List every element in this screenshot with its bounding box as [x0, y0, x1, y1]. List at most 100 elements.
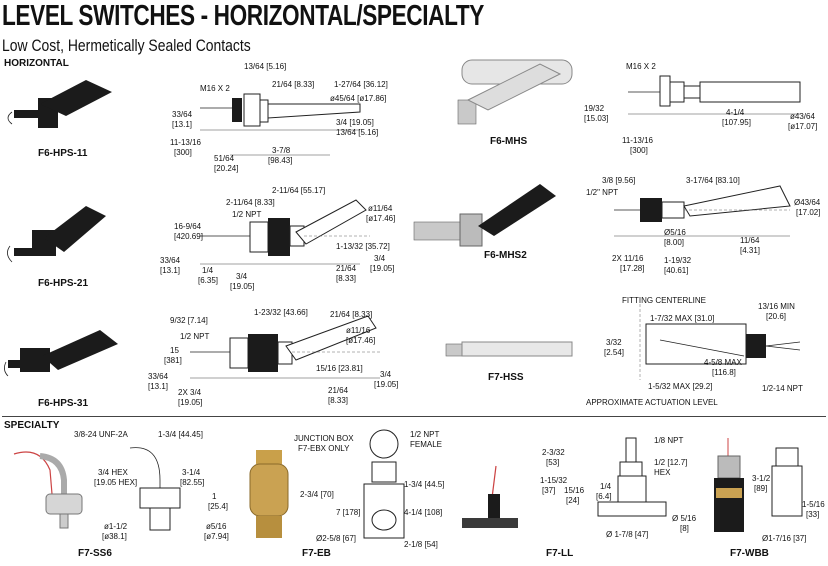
dim-label: Ø 5/16 — [672, 514, 697, 523]
dim-label: [13.1] — [148, 382, 169, 391]
f7-ll-drawing — [597, 437, 667, 517]
dim-label: [33] — [806, 510, 820, 519]
dim-label: HEX — [654, 468, 671, 477]
dim-label: Ø 1-7/8 [47] — [606, 530, 649, 539]
dim-label: [19.05] — [370, 264, 395, 273]
dim-label: Ø43/64 — [794, 198, 821, 207]
dim-label: 9/32 [7.14] — [170, 316, 208, 325]
dim-label: M16 X 2 — [626, 62, 656, 71]
dim-label: APPROXIMATE ACTUATION LEVEL — [586, 398, 718, 407]
section-horizontal: HORIZONTAL — [4, 58, 69, 69]
dim-label: 51/64 — [214, 154, 235, 163]
model-f6-hps-31: F6-HPS-31 — [38, 398, 89, 409]
f7-hss-drawing — [639, 304, 801, 380]
f6-mhs-photo — [457, 59, 573, 125]
dim-label: FITTING CENTERLINE — [622, 296, 707, 305]
dim-label: Ø2-5/8 [67] — [316, 534, 357, 543]
dim-label: 3-1/2 — [752, 474, 771, 483]
dim-label: 3/8-24 UNF-2A — [74, 430, 128, 439]
dim-label: 1/2 [12.7] — [654, 458, 688, 467]
dim-label: 11-13/16 — [170, 138, 201, 147]
dim-label: 1/8 NPT — [654, 436, 684, 445]
dim-label: [19.05] — [374, 380, 399, 389]
dim-label: 2X 11/16 — [612, 254, 644, 263]
dim-label: [116.8] — [712, 368, 736, 377]
dim-label: [ø17.07] — [788, 122, 818, 131]
dim-label: [98.43] — [268, 156, 293, 165]
dim-label: 1-27/64 [36.12] — [334, 80, 388, 89]
dim-label: 3/4 — [374, 254, 386, 263]
dim-label: Ø5/16 — [664, 228, 686, 237]
dim-label: 1-23/32 [43.66] — [254, 308, 308, 317]
dim-label: 33/64 — [172, 110, 193, 119]
model-f6-hps-11: F6-HPS-11 — [38, 148, 88, 159]
dim-label: 3/4 — [236, 272, 248, 281]
f7-ss6-photo — [13, 451, 83, 529]
dim-label: 11/64 — [740, 236, 760, 245]
f6-hps-31-photo — [4, 330, 118, 377]
dim-label: [2.54] — [604, 348, 625, 357]
dim-label: 21/64 — [328, 386, 349, 395]
dim-label: [ø17.46] — [346, 336, 376, 345]
page-title: LEVEL SWITCHES - HORIZONTAL/SPECIALTY — [2, 0, 484, 32]
dim-label: 4-1/4 — [726, 108, 745, 117]
dim-label: FEMALE — [410, 440, 443, 449]
dim-label: [8.33] — [328, 396, 349, 405]
dim-label: [8.33] — [336, 274, 357, 283]
dim-label: JUNCTION BOX — [294, 434, 354, 443]
dim-label: [ø7.94] — [204, 532, 229, 541]
section-divider — [2, 416, 826, 417]
dim-label: 21/64 [8.33] — [330, 310, 373, 319]
f6-hps-31-drawing — [190, 315, 380, 379]
model-f6-hps-21: F6-HPS-21 — [38, 278, 89, 289]
f7-wbb-photo — [714, 438, 744, 532]
dim-label: 1-15/32 — [540, 476, 568, 485]
dim-label: 1/2" NPT — [586, 188, 619, 197]
dim-label: [6.4] — [596, 492, 612, 501]
dim-label: 1-5/16 — [802, 500, 825, 509]
dim-label: 1-19/32 — [664, 256, 692, 265]
f7-ll-photo — [462, 465, 518, 528]
dim-label: 33/64 — [160, 256, 181, 265]
dim-label: 15 — [170, 346, 179, 355]
dim-label: ø11/64 — [368, 204, 393, 213]
dim-label: [89] — [754, 484, 768, 493]
dim-label: ø43/64 — [790, 112, 815, 121]
dim-label: 33/64 — [148, 372, 169, 381]
dim-label: 2-3/4 [70] — [300, 490, 334, 499]
dim-label: [6.35] — [198, 276, 219, 285]
dim-label: 1/2-14 NPT — [762, 384, 803, 393]
dim-label: [19.05] — [230, 282, 255, 291]
dim-label: 1/4 — [202, 266, 214, 275]
f7-eb-photo — [249, 450, 289, 538]
dim-label: 2-11/64 [8.33] — [226, 198, 275, 207]
model-f7-ss6: F7-SS6 — [78, 548, 112, 559]
dim-label: [300] — [174, 148, 192, 157]
dim-label: 16-9/64 — [174, 222, 202, 231]
dim-label: 2-3/32 — [542, 448, 565, 457]
dim-label: 7 [178] — [336, 508, 361, 517]
dim-label: 13/16 MIN — [758, 302, 795, 311]
dim-label: F7-EBX ONLY — [298, 444, 350, 453]
dim-label: [40.61] — [664, 266, 689, 275]
dim-label: 11-13/16 — [622, 136, 653, 145]
dim-label: 13/64 [5.16] — [336, 128, 379, 137]
dim-label: 3-1/4 — [182, 468, 201, 477]
dim-label: 21/64 [8.33] — [272, 80, 315, 89]
dim-label: 1/2 NPT — [180, 332, 210, 341]
dim-label: 2-1/8 [54] — [404, 540, 438, 549]
dim-label: M16 X 2 — [200, 84, 230, 93]
dim-label: 1-7/32 MAX [31.0] — [650, 314, 715, 323]
dim-label: [20.24] — [214, 164, 239, 173]
dim-label: [13.1] — [160, 266, 181, 275]
dim-label: [19.05 HEX] — [94, 478, 138, 487]
dim-label: 4-5/8 MAX — [704, 358, 742, 367]
f7-ss6-drawing — [129, 447, 181, 531]
page-subtitle: Low Cost, Hermetically Sealed Contacts — [2, 36, 251, 55]
f6-hps-21-photo — [7, 206, 106, 263]
dim-label: [19.05] — [178, 398, 203, 407]
dim-label: 13/64 [5.16] — [244, 62, 287, 71]
dim-label: 1/2 NPT — [410, 430, 440, 439]
f7-eb-drawing — [363, 429, 405, 539]
dim-label: [ø17.46] — [366, 214, 396, 223]
